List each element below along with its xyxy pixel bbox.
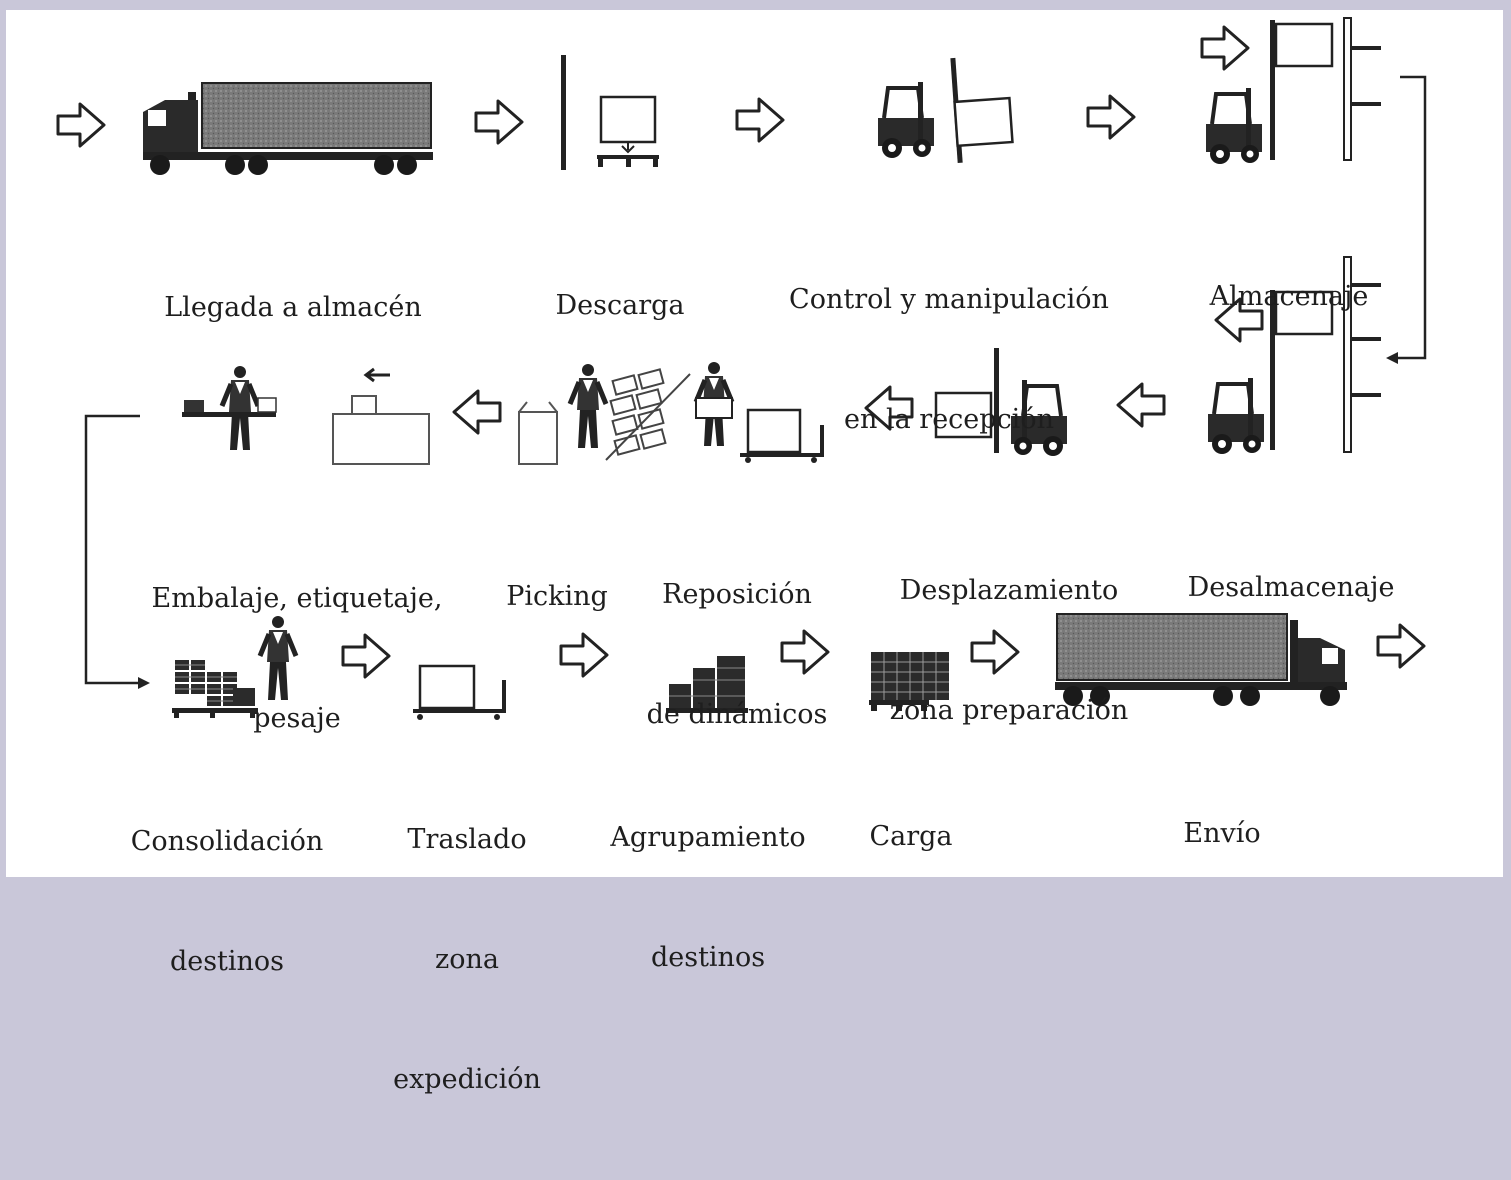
step-label-carga: Carga [869, 821, 953, 852]
step-label-almacenaje: Almacenaje [1209, 281, 1369, 312]
forklift-icon [876, 57, 1014, 164]
forklift-icon [934, 348, 1069, 458]
grouped-pallets-icon [666, 656, 748, 713]
step-label-llegada: Llegada a almacén [164, 292, 422, 323]
flow-diagram [56, 17, 1427, 720]
truck-departing-icon [1055, 613, 1347, 706]
page-frame: Llegada a almacén Descarga Control y man… [6, 10, 1503, 1095]
loaded-pallet-icon [869, 652, 949, 711]
unload-pallet-icon [561, 55, 659, 170]
step-label-embalaje: Embalaje, etiquetaje, pesaje [151, 583, 443, 734]
step-label-traslado: Traslado zona expedición [393, 824, 541, 1095]
flow-arrow-icon [735, 97, 785, 143]
worker-boxes-icon [518, 364, 691, 465]
step-label-consolidacion: Consolidación destinos [130, 826, 324, 977]
step-label-envio: Envío [1183, 818, 1261, 849]
step-label-picking: Picking [506, 581, 608, 612]
flow-arrow-icon [1086, 94, 1136, 140]
flow-arrow-icon [452, 389, 502, 435]
worker-cart-icon [696, 362, 824, 463]
worker-packing-icon [182, 366, 430, 465]
truck-arriving-icon [143, 82, 433, 175]
connector-line [1398, 75, 1427, 360]
flow-arrow-icon [56, 102, 106, 148]
flow-arrow-icon [1116, 382, 1166, 428]
connector-line [84, 414, 140, 685]
step-label-reposicion: Reposición de dinámicos [646, 579, 828, 730]
step-label-desplazamiento: Desplazamiento zona preparación [889, 575, 1129, 726]
step-label-descarga: Descarga [555, 290, 685, 321]
step-label-agrupamiento: Agrupamiento destinos [610, 822, 806, 973]
flow-arrow-icon [474, 99, 524, 145]
forklift-racking-icon [1200, 17, 1381, 166]
worker-pallets-icon [172, 616, 296, 718]
step-label-desalmacenaje: Desalmacenaje [1187, 572, 1395, 603]
step-label-control: Control y manipulación en la recepción [789, 284, 1109, 435]
forklift-racking-icon [1206, 256, 1381, 456]
pallet-cart-icon [413, 664, 506, 720]
